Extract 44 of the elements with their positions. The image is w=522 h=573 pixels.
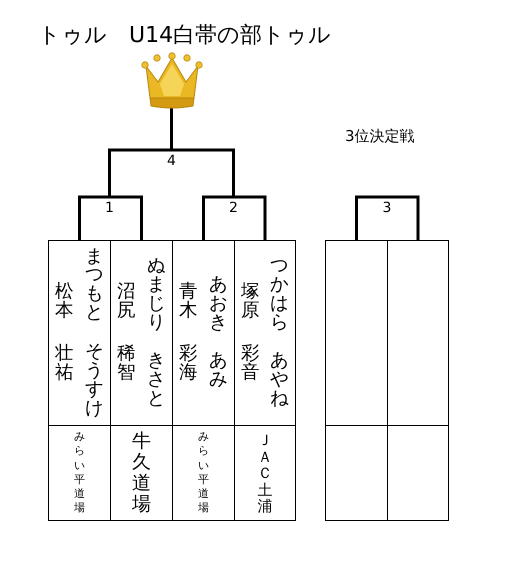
family-name: 沼尻 (117, 283, 136, 321)
entry-cell (387, 425, 449, 521)
entry-cell (234, 240, 296, 426)
family-name: 塚原 (241, 283, 260, 321)
bracket-line (108, 148, 173, 198)
family-name-reading: つかはら (270, 256, 289, 332)
match-number: 1 (102, 199, 118, 217)
entry-cell (48, 240, 111, 426)
entry-cell (234, 425, 296, 521)
given-name-reading: きさと (146, 352, 166, 409)
match-number: 3 (379, 199, 395, 217)
family-name-reading: まつもと (84, 248, 104, 323)
match-number: 2 (226, 199, 242, 217)
bracket-line (108, 196, 143, 242)
given-name: 稀智 (117, 345, 136, 383)
title: トゥル U14白帯の部トゥル (38, 22, 332, 50)
entry-cell (387, 240, 449, 426)
given-name-reading: そうすけ (84, 343, 104, 418)
given-name: 壮祐 (55, 345, 74, 383)
family-name-reading: ぬまじり (146, 256, 166, 332)
round-heading: 3位決定戦 (345, 127, 415, 146)
bracket-line (232, 196, 266, 242)
club-name: みらい平道場 (198, 430, 210, 516)
match-number: 4 (164, 152, 180, 170)
given-name: 彩音 (241, 345, 260, 383)
bracket-line (202, 196, 235, 242)
bracket-line (78, 196, 111, 242)
given-name-reading: あみ (208, 352, 228, 390)
family-name-reading: あおき (208, 276, 228, 332)
crown-drawing (140, 52, 204, 109)
bracket-line (355, 196, 388, 242)
bracket-line (170, 106, 173, 152)
entry-cell (48, 425, 111, 521)
given-name-reading: あやね (270, 352, 289, 409)
bracket-line (386, 196, 420, 242)
family-name: 松本 (55, 283, 74, 321)
entry-cell (325, 425, 388, 521)
bracket-line (170, 148, 235, 198)
given-name: 彩海 (179, 345, 198, 383)
club-name: みらい平道場 (74, 430, 86, 516)
family-name: 青木 (179, 283, 198, 321)
entry-cell (325, 240, 388, 426)
club-name: 牛久道場 (132, 431, 152, 515)
club-name: ＪＡＣ土浦 (257, 432, 273, 514)
